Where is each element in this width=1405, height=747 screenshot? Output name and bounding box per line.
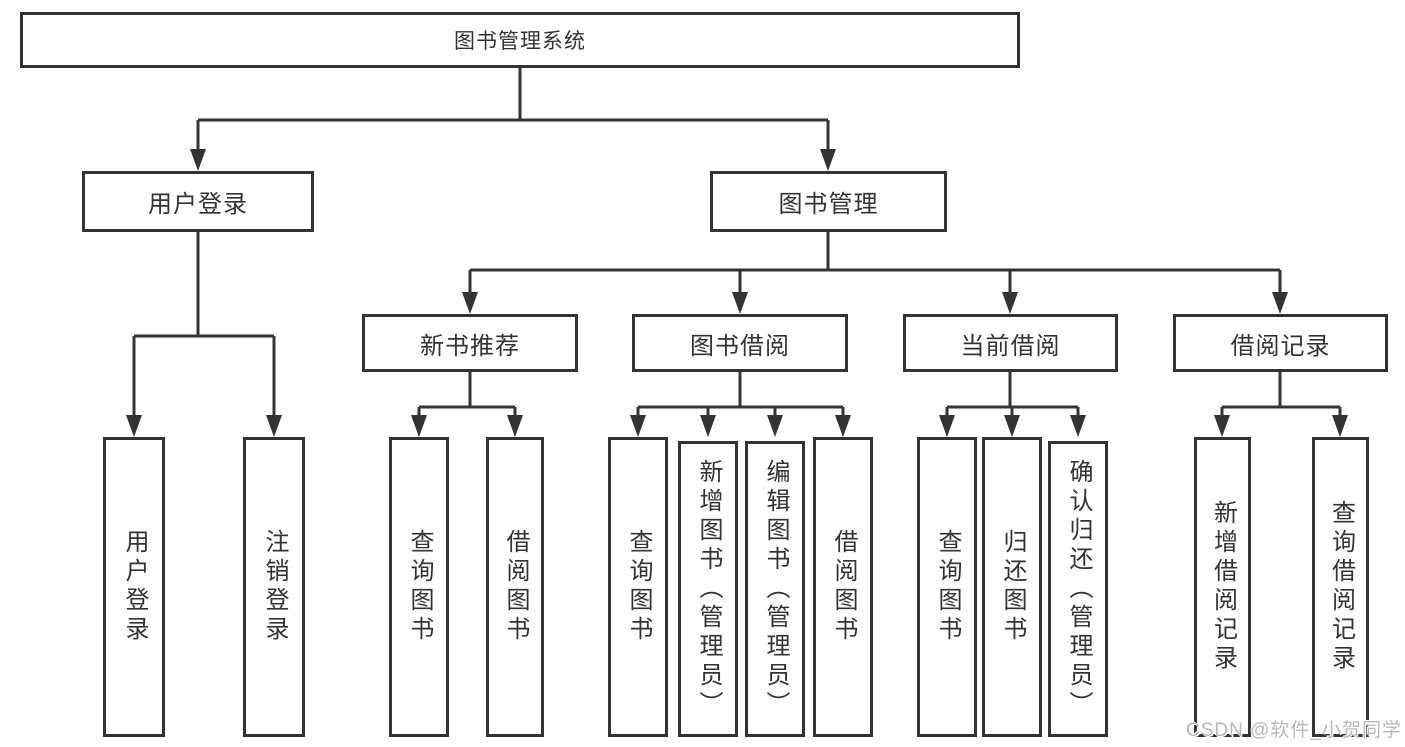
node-user-login: 用户登录 xyxy=(82,171,314,232)
node-borrow-records: 借阅记录 xyxy=(1173,314,1388,372)
leaf-edit-books-admin: 编辑图书（管理员） xyxy=(745,441,805,737)
leaf-borrow-books-recommend: 借阅图书 xyxy=(486,437,544,737)
node-new-book-recommend: 新书推荐 xyxy=(362,314,578,372)
node-book-borrow: 图书借阅 xyxy=(632,314,848,372)
leaf-logout: 注销登录 xyxy=(243,437,305,737)
leaf-return-books: 归还图书 xyxy=(982,437,1042,737)
leaf-borrow-books-borrow: 借阅图书 xyxy=(813,437,873,737)
leaf-add-borrow-record: 新增借阅记录 xyxy=(1194,437,1251,737)
leaf-query-books-current: 查询图书 xyxy=(917,437,977,737)
leaf-query-books-recommend: 查询图书 xyxy=(389,437,449,737)
node-book-management: 图书管理 xyxy=(710,171,947,232)
leaf-add-books-admin: 新增图书（管理员） xyxy=(678,441,738,737)
leaf-confirm-return-admin: 确认归还（管理员） xyxy=(1048,441,1108,737)
arrowheads xyxy=(126,149,1348,437)
leaf-query-books-borrow: 查询图书 xyxy=(608,437,668,737)
leaf-query-borrow-record: 查询借阅记录 xyxy=(1312,437,1369,737)
node-current-borrow: 当前借阅 xyxy=(903,314,1118,372)
leaf-user-login: 用户登录 xyxy=(103,437,165,737)
csdn-watermark: CSDN @软件_小贺同学 xyxy=(1186,720,1402,741)
node-root-system: 图书管理系统 xyxy=(20,12,1020,68)
